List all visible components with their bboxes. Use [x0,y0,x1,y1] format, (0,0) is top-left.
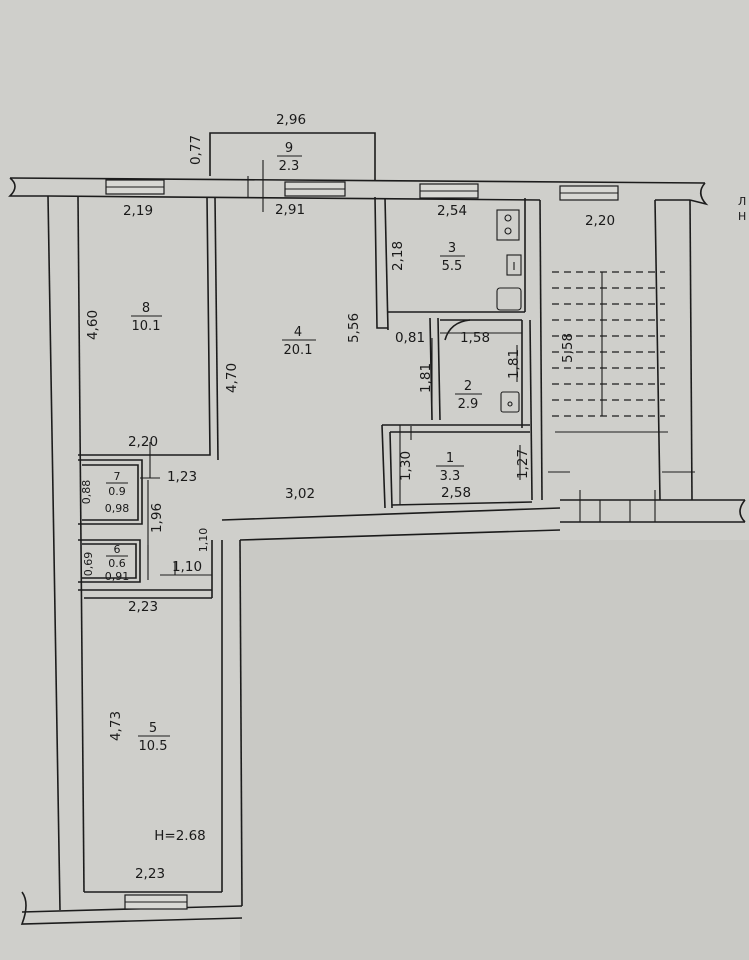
dim-r4-inner-left: 4,70 [224,363,240,393]
room-8-number: 8 [142,301,150,316]
balcony [209,132,376,212]
staircase [548,271,695,522]
room-7-number: 7 [114,470,121,483]
room-7-area: 0.9 [108,485,126,498]
dim-r2-h-right: 1,81 [506,349,522,379]
edge-letter-bottom: Н [738,210,746,223]
room-labels: 9 2.3 8 10.1 4 20.1 3 5.5 2 2.9 1 3.3 7 … [106,141,482,754]
room-3-area: 5.5 [442,259,463,274]
dim-r8-top: 2,19 [123,203,153,219]
room-2-area: 2.9 [458,397,479,412]
dim-r3-height: 2,18 [390,241,406,271]
dim-r1-h-right: 1,27 [515,449,531,479]
room-4-number: 4 [294,325,302,340]
dim-r2-top: 1,58 [460,330,490,346]
dim-balcony-depth: 0,77 [188,135,204,165]
dim-r8-height: 4,60 [85,310,101,340]
dim-r5-top: 2,23 [128,599,158,615]
dim-r7-h: 0,88 [80,480,93,505]
dim-stair-length: 5,58 [560,333,576,363]
dim-corr-1-96: 1,96 [149,503,165,533]
dim-r2-offset: 0,81 [395,330,425,346]
dimension-labels: 2,96 0,77 2,91 5,56 4,70 3,02 2,19 4,60 … [80,112,746,882]
dim-corr-1-10-v: 1,10 [197,528,210,553]
dim-r1-h-left: 1,30 [398,451,414,481]
basin-icon [496,287,522,311]
dim-r6-h: 0,69 [82,552,95,577]
dim-r7-w: 0,98 [105,502,130,515]
room-6-area: 0.6 [108,557,126,570]
outside-area [240,540,749,960]
room-1-number: 1 [446,451,454,466]
stove-icon [496,209,520,241]
room-1-area: 3.3 [440,469,461,484]
dim-r3-top: 2,54 [437,203,467,219]
dim-r5-height: 4,73 [108,711,124,741]
room-2-number: 2 [464,379,472,394]
edge-letter-top: Л [738,195,746,208]
toilet-icon [500,391,520,413]
room-4-area: 20.1 [284,343,313,358]
room-8-area: 10.1 [132,319,161,334]
dim-corr-1-10-h: 1,10 [172,559,202,575]
fixtures [496,209,522,413]
interior-walls [78,196,533,599]
dim-stair-width: 2,20 [585,213,615,229]
room-3-number: 3 [448,241,456,256]
room-6-number: 6 [114,543,121,556]
room-5-number: 5 [149,721,157,736]
dim-r8-bottom: 2,20 [128,434,158,450]
ceiling-height: H=2.68 [154,828,206,844]
dim-r4-height: 5,56 [346,313,362,343]
dim-r4-top: 2,91 [275,202,305,218]
dim-r4-bottom: 3,02 [285,486,315,502]
outer-walls [8,177,746,925]
dim-corr-1-23: 1,23 [167,469,197,485]
room-9-area: 2.3 [279,159,300,174]
windows [105,179,619,910]
room-5-area: 10.5 [139,739,168,754]
dim-r2-h-left: 1,81 [418,363,434,393]
sink-icon [506,254,522,276]
room-9-number: 9 [285,141,293,156]
dimension-lines [140,332,522,576]
dim-r1-w: 2,58 [441,485,471,501]
dim-balcony-width: 2,96 [276,112,306,128]
dim-r6-w: 0,91 [105,570,130,583]
dim-r5-bottom: 2,23 [135,866,165,882]
